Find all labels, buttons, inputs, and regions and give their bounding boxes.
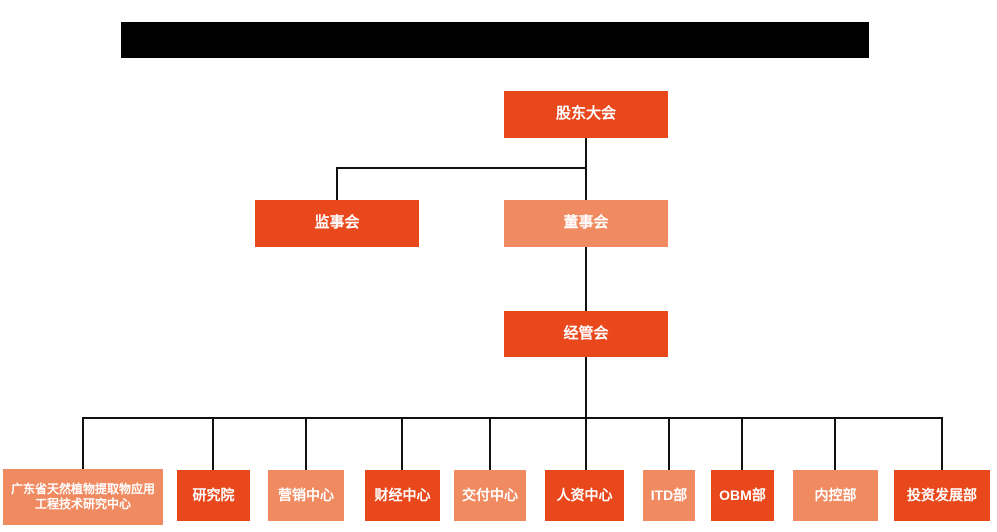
connector-drop-9 <box>834 417 836 470</box>
node-dept-delivery-center: 交付中心 <box>454 470 526 521</box>
redacted-title-bar <box>121 22 869 58</box>
connector-drop-4 <box>401 417 403 470</box>
node-board-of-directors: 董事会 <box>504 200 668 247</box>
node-supervisory-board: 监事会 <box>255 200 419 247</box>
node-dept-obm: OBM部 <box>711 470 774 521</box>
connector-drop-5 <box>489 417 491 470</box>
connector-drop-7 <box>668 417 670 470</box>
connector-drop-1 <box>82 417 84 469</box>
node-dept-hr-center: 人资中心 <box>545 470 624 521</box>
connector-shareholders-to-board <box>585 138 587 200</box>
node-dept-finance-center: 财经中心 <box>365 470 440 521</box>
node-dept-research-institute: 研究院 <box>177 470 250 521</box>
connector-drop-10 <box>941 417 943 470</box>
connector-drop-8 <box>741 417 743 470</box>
connector-bus-horizontal <box>82 417 943 419</box>
node-management-committee: 经管会 <box>504 311 668 357</box>
connector-to-supervisory <box>336 167 338 200</box>
connector-management-to-bus <box>585 357 587 418</box>
node-dept-itd: ITD部 <box>643 470 695 521</box>
connector-drop-2 <box>212 417 214 470</box>
node-dept-internal-control: 内控部 <box>793 470 878 521</box>
node-dept-investment-development: 投资发展部 <box>894 470 990 521</box>
connector-drop-3 <box>305 417 307 470</box>
node-dept-marketing-center: 营销中心 <box>268 470 344 521</box>
connector-elbow-horizontal <box>336 167 587 169</box>
node-shareholders-meeting: 股东大会 <box>504 91 668 138</box>
node-dept-research-engineering-center: 广东省天然植物提取物应用工程技术研究中心 <box>3 469 163 525</box>
connector-board-to-management <box>585 247 587 311</box>
connector-drop-6 <box>585 417 587 470</box>
